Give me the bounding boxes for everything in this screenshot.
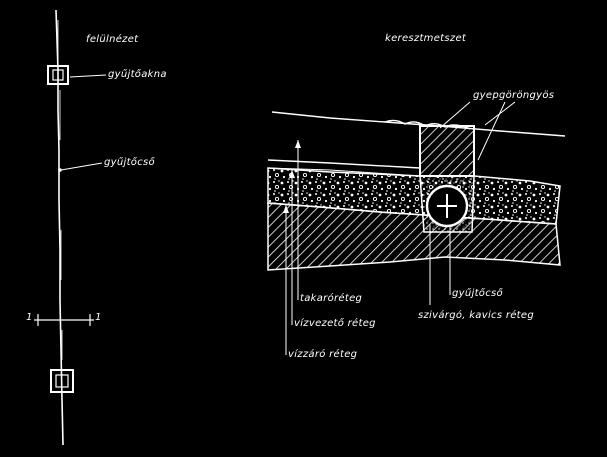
gravel-layer-label: szivárgó, kavics réteg	[418, 310, 535, 321]
manhole-icon	[47, 65, 69, 85]
manhole-icon	[50, 369, 74, 393]
section-line	[34, 314, 94, 326]
impermeable-layer-label: vízzáró réteg	[288, 349, 358, 360]
leader-line	[484, 101, 516, 126]
leader-line	[477, 101, 506, 161]
impermeable-layer	[267, 202, 561, 271]
section-mark-right: 1	[95, 312, 102, 323]
sod-block	[419, 125, 475, 177]
collector-shaft-label: gyűjtőakna	[108, 69, 167, 80]
water-conducting-layer-label: vízvezető réteg	[294, 318, 376, 329]
collector-pipe-icon	[425, 184, 469, 228]
sod-label: gyepgöröngyös	[473, 90, 555, 101]
leader-line	[60, 162, 103, 171]
cross-section-title: keresztmetszet	[385, 33, 467, 44]
cover-layer-label: takaróréteg	[300, 293, 363, 304]
section-mark-left: 1	[26, 312, 33, 323]
collector-pipe-label-section: gyűjtőcső	[452, 288, 503, 299]
collector-pipe-line	[55, 9, 64, 446]
leader-line	[439, 101, 471, 129]
ground-surface-line	[271, 111, 566, 137]
collector-pipe-label-plan: gyűjtőcső	[104, 157, 155, 168]
cross-section-view	[267, 101, 566, 355]
plan-view	[34, 9, 107, 446]
plan-view-title: felülnézet	[86, 34, 139, 45]
leader-line	[69, 74, 107, 78]
